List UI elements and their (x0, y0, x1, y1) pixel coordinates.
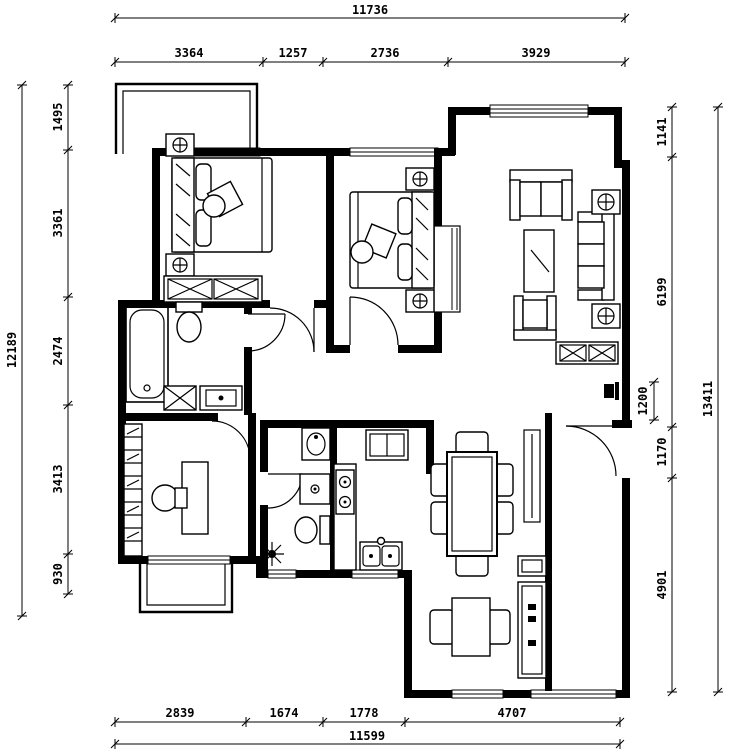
small-table-icon (451, 597, 491, 657)
dim-label: 3361 (51, 209, 65, 238)
dim-label: 3364 (175, 46, 204, 60)
dining-furniture (430, 431, 514, 577)
bedroom2-bay-window (433, 225, 461, 313)
living-room-furniture (509, 169, 621, 400)
bedroom1-door (269, 307, 315, 353)
dim-top-segments: 3364 1257 2736 3929 (110, 46, 630, 67)
dim-label: 3929 (522, 46, 551, 60)
dim-label: 12189 (5, 332, 19, 368)
living-room-window (484, 104, 594, 118)
dim-label: 2474 (51, 337, 65, 366)
dim-label: 2736 (371, 46, 400, 60)
balcony (114, 82, 259, 154)
toilet-icon (294, 515, 331, 545)
fridge-icon (365, 429, 409, 461)
dim-label: 1170 (655, 438, 669, 467)
dim-label: 1674 (270, 706, 299, 720)
cooktop-icon (335, 469, 355, 515)
bathroom1-fixtures (125, 301, 243, 411)
dim-bottom-segments: 2839 1674 1778 4707 (110, 706, 625, 727)
tea-room-furniture (429, 429, 547, 679)
dim-label: 930 (51, 563, 65, 585)
nightstand-icon (165, 253, 195, 277)
tall-cabinet-icon (517, 581, 547, 679)
dim-label: 4707 (498, 706, 527, 720)
shower-icon (299, 473, 331, 505)
bottom-window-2 (525, 689, 622, 699)
dim-label: 13411 (701, 381, 715, 417)
dim-left-total: 12189 (5, 80, 27, 621)
kitchen-window (346, 569, 404, 579)
bathroom2-door (267, 473, 303, 509)
side-table-lamp-icon (591, 303, 621, 329)
dim-label: 1141 (655, 118, 669, 147)
bath-cabinet-icon (163, 385, 197, 411)
sofa-icon (577, 211, 615, 301)
study-window (142, 555, 236, 565)
dim-bottom-total: 11599 (110, 729, 625, 749)
dim-right-total: 13411 (701, 102, 723, 697)
bedroom2-window (344, 147, 444, 157)
bedroom2-chair-icon (350, 223, 397, 264)
bedroom1-furniture (163, 133, 273, 303)
side-table-lamp-icon (591, 189, 621, 215)
bathtub-icon (125, 305, 169, 403)
study-furniture (123, 423, 284, 566)
bedroom2-furniture (349, 167, 435, 313)
nightstand-icon (405, 167, 435, 191)
wash-basin-icon (301, 427, 331, 461)
bottom-window-1 (446, 689, 509, 699)
dim-label: 1257 (279, 46, 308, 60)
dim-right-segments: 1141 6199 1170 4901 (655, 102, 677, 697)
dim-label: 11599 (349, 729, 385, 743)
wall-fixture-icon (604, 382, 619, 400)
bath2-window (262, 569, 302, 579)
dim-left-segments: 1495 3361 2474 3413 930 (51, 80, 73, 599)
dim-label: 1495 (51, 103, 65, 132)
bathroom2-fixtures (294, 427, 331, 545)
dimension-annotations: 11736 3364 1257 2736 3929 2839 1674 1778… (5, 3, 723, 749)
small-chair-icon (429, 609, 455, 645)
bathroom1-door (247, 313, 286, 352)
armchair-icon (513, 295, 557, 341)
study-door (211, 420, 251, 460)
dim-label: 4901 (655, 571, 669, 600)
dim-label: 3413 (51, 465, 65, 494)
vanity-sink-icon (199, 385, 243, 411)
bedroom2-door (349, 296, 399, 346)
dim-top-total: 11736 (110, 3, 630, 23)
dining-table-icon (446, 451, 498, 557)
bookshelf-icon (123, 423, 143, 557)
sliding-door-track-icon (523, 429, 541, 523)
nightstand-icon (165, 133, 195, 157)
shoe-cabinet-icon (555, 341, 619, 365)
dim-label: 1778 (350, 706, 379, 720)
coffee-table-icon (523, 229, 555, 293)
doors (211, 296, 617, 509)
entry-door (565, 425, 617, 477)
kitchen-sink-icon (359, 536, 403, 571)
dim-label: 6199 (655, 278, 669, 307)
bedroom1-chair-icon (202, 180, 244, 218)
dim-label: 1200 (636, 387, 650, 416)
toilet-icon (175, 301, 203, 343)
plant-icon (260, 542, 284, 566)
desk-chair-icon (151, 484, 188, 512)
dim-label: 11736 (352, 3, 388, 17)
loveseat-icon (509, 169, 573, 221)
kitchen-fixtures (333, 429, 409, 571)
cabinet-icon (517, 555, 547, 577)
nightstand-icon (405, 289, 435, 313)
wardrobe-icon (163, 275, 263, 303)
dim-entry-width: 1200 (636, 377, 659, 425)
dim-label: 2839 (166, 706, 195, 720)
study-bay-window (138, 564, 234, 614)
